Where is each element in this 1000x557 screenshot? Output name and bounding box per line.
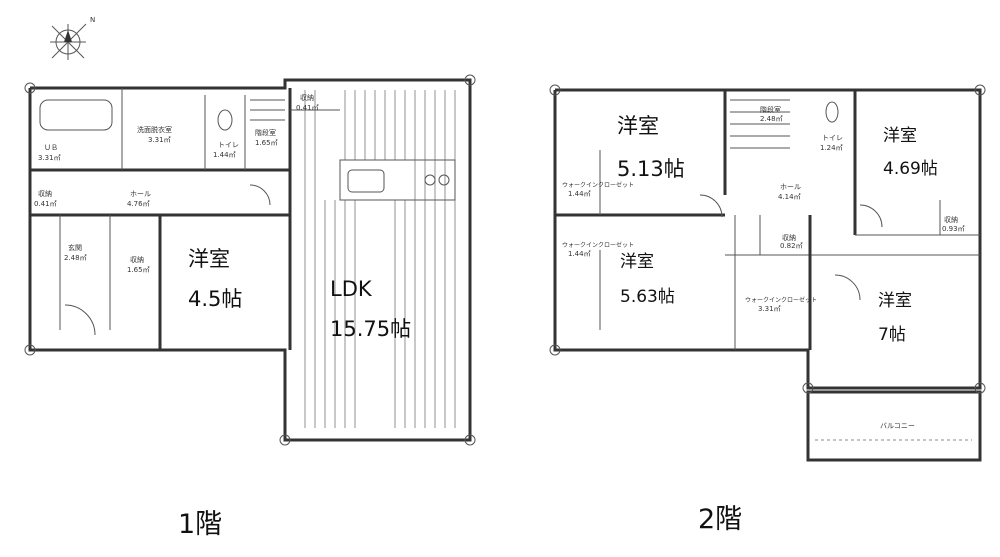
f1-toilet-name: トイレ xyxy=(218,141,239,149)
f1-hall-area: 4.76㎡ xyxy=(127,200,150,208)
f2-walkin-a-name: ウォークインクローゼット xyxy=(562,181,634,189)
f1-ldk-name: LDK xyxy=(330,277,373,301)
kitchen-sink-icon xyxy=(347,169,385,193)
f2-stair-area: 2.48㎡ xyxy=(760,115,783,123)
f2-walkin-b-area: 1.44㎡ xyxy=(568,250,591,258)
f1-stair-name: 階段室 xyxy=(255,128,276,137)
f2-western-a-name: 洋室 xyxy=(617,114,659,138)
balcony-outline xyxy=(806,390,982,462)
f2-toilet-name: トイレ xyxy=(822,134,843,142)
f1-storage-entrance-name: 収納 xyxy=(130,255,144,264)
floor2-label: 2階 xyxy=(698,504,742,535)
f1-western-name: 洋室 xyxy=(188,247,230,271)
f2-hall-area: 4.14㎡ xyxy=(778,193,801,201)
f2-western-b-name: 洋室 xyxy=(883,126,917,146)
compass-north-label: N xyxy=(90,16,95,24)
f1-ldk-size: 15.75帖 xyxy=(330,317,411,341)
bathtub-icon xyxy=(39,99,113,131)
floor1-plan: ＵＢ 3.31㎡ 洗面脱衣室 3.31㎡ トイレ 1.44㎡ 階段室 1.65㎡… xyxy=(24,74,476,446)
ldk-flooring-pattern xyxy=(304,90,456,428)
compass-icon: N xyxy=(50,16,95,60)
f2-toilet-area: 1.24㎡ xyxy=(820,144,843,152)
f2-western-d-size: 7帖 xyxy=(878,325,906,345)
f1-ub-name: ＵＢ xyxy=(44,144,58,152)
f2-western-d-name: 洋室 xyxy=(878,291,912,311)
f1-washroom-name: 洗面脱衣室 xyxy=(137,125,172,134)
f2-storage-b-name: 収納 xyxy=(944,215,958,224)
f1-western-size: 4.5帖 xyxy=(188,287,242,311)
f2-storage-b-area: 0.93㎡ xyxy=(942,225,965,233)
f2-western-c-size: 5.63帖 xyxy=(620,287,675,307)
f2-walkin-c-name: ウォークインクローゼット xyxy=(745,296,817,304)
f1-toilet-area: 1.44㎡ xyxy=(213,151,236,159)
f1-storage-left-name: 収納 xyxy=(38,189,52,198)
f2-walkin-b-name: ウォークインクローゼット xyxy=(562,241,634,249)
f1-storage-entrance-area: 1.65㎡ xyxy=(127,266,150,274)
f2-hall-name: ホール xyxy=(780,183,801,191)
f2-walkin-c-area: 3.31㎡ xyxy=(758,305,781,313)
f1-storage-top-name: 収納 xyxy=(300,93,314,102)
f2-stair-name: 階段室 xyxy=(760,105,781,114)
f2-storage-a-name: 収納 xyxy=(782,233,796,242)
f1-stair-area: 1.65㎡ xyxy=(255,139,278,147)
f1-hall-name: ホール xyxy=(130,190,151,198)
f1-storage-left-area: 0.41㎡ xyxy=(34,200,57,208)
f2-storage-a-area: 0.82㎡ xyxy=(780,242,803,250)
f1-storage-top-area: 0.41㎡ xyxy=(296,104,319,112)
floor2-plan: 洋室 5.13帖 洋室 4.69帖 洋室 5.63帖 洋室 7帖 階段室 2.4… xyxy=(549,84,986,462)
f2-toilet-icon xyxy=(825,101,839,123)
kitchen-counter xyxy=(339,159,456,201)
f1-ub-area: 3.31㎡ xyxy=(38,154,61,162)
toilet-icon xyxy=(217,109,233,131)
f1-entrance-area: 2.48㎡ xyxy=(64,254,87,262)
f2-western-b-size: 4.69帖 xyxy=(883,159,938,179)
f2-walkin-a-area: 1.44㎡ xyxy=(568,190,591,198)
f2-balcony-name: バルコニー xyxy=(880,422,915,430)
stove-icon xyxy=(424,174,436,186)
f1-washroom-area: 3.31㎡ xyxy=(148,136,171,144)
stair-treads xyxy=(250,99,285,121)
f2-western-c-name: 洋室 xyxy=(620,252,654,272)
f2-stair-treads xyxy=(730,99,790,149)
f2-western-a-size: 5.13帖 xyxy=(617,157,685,181)
floor1-label: 1階 xyxy=(178,509,222,540)
f1-entrance-name: 玄関 xyxy=(68,243,82,252)
